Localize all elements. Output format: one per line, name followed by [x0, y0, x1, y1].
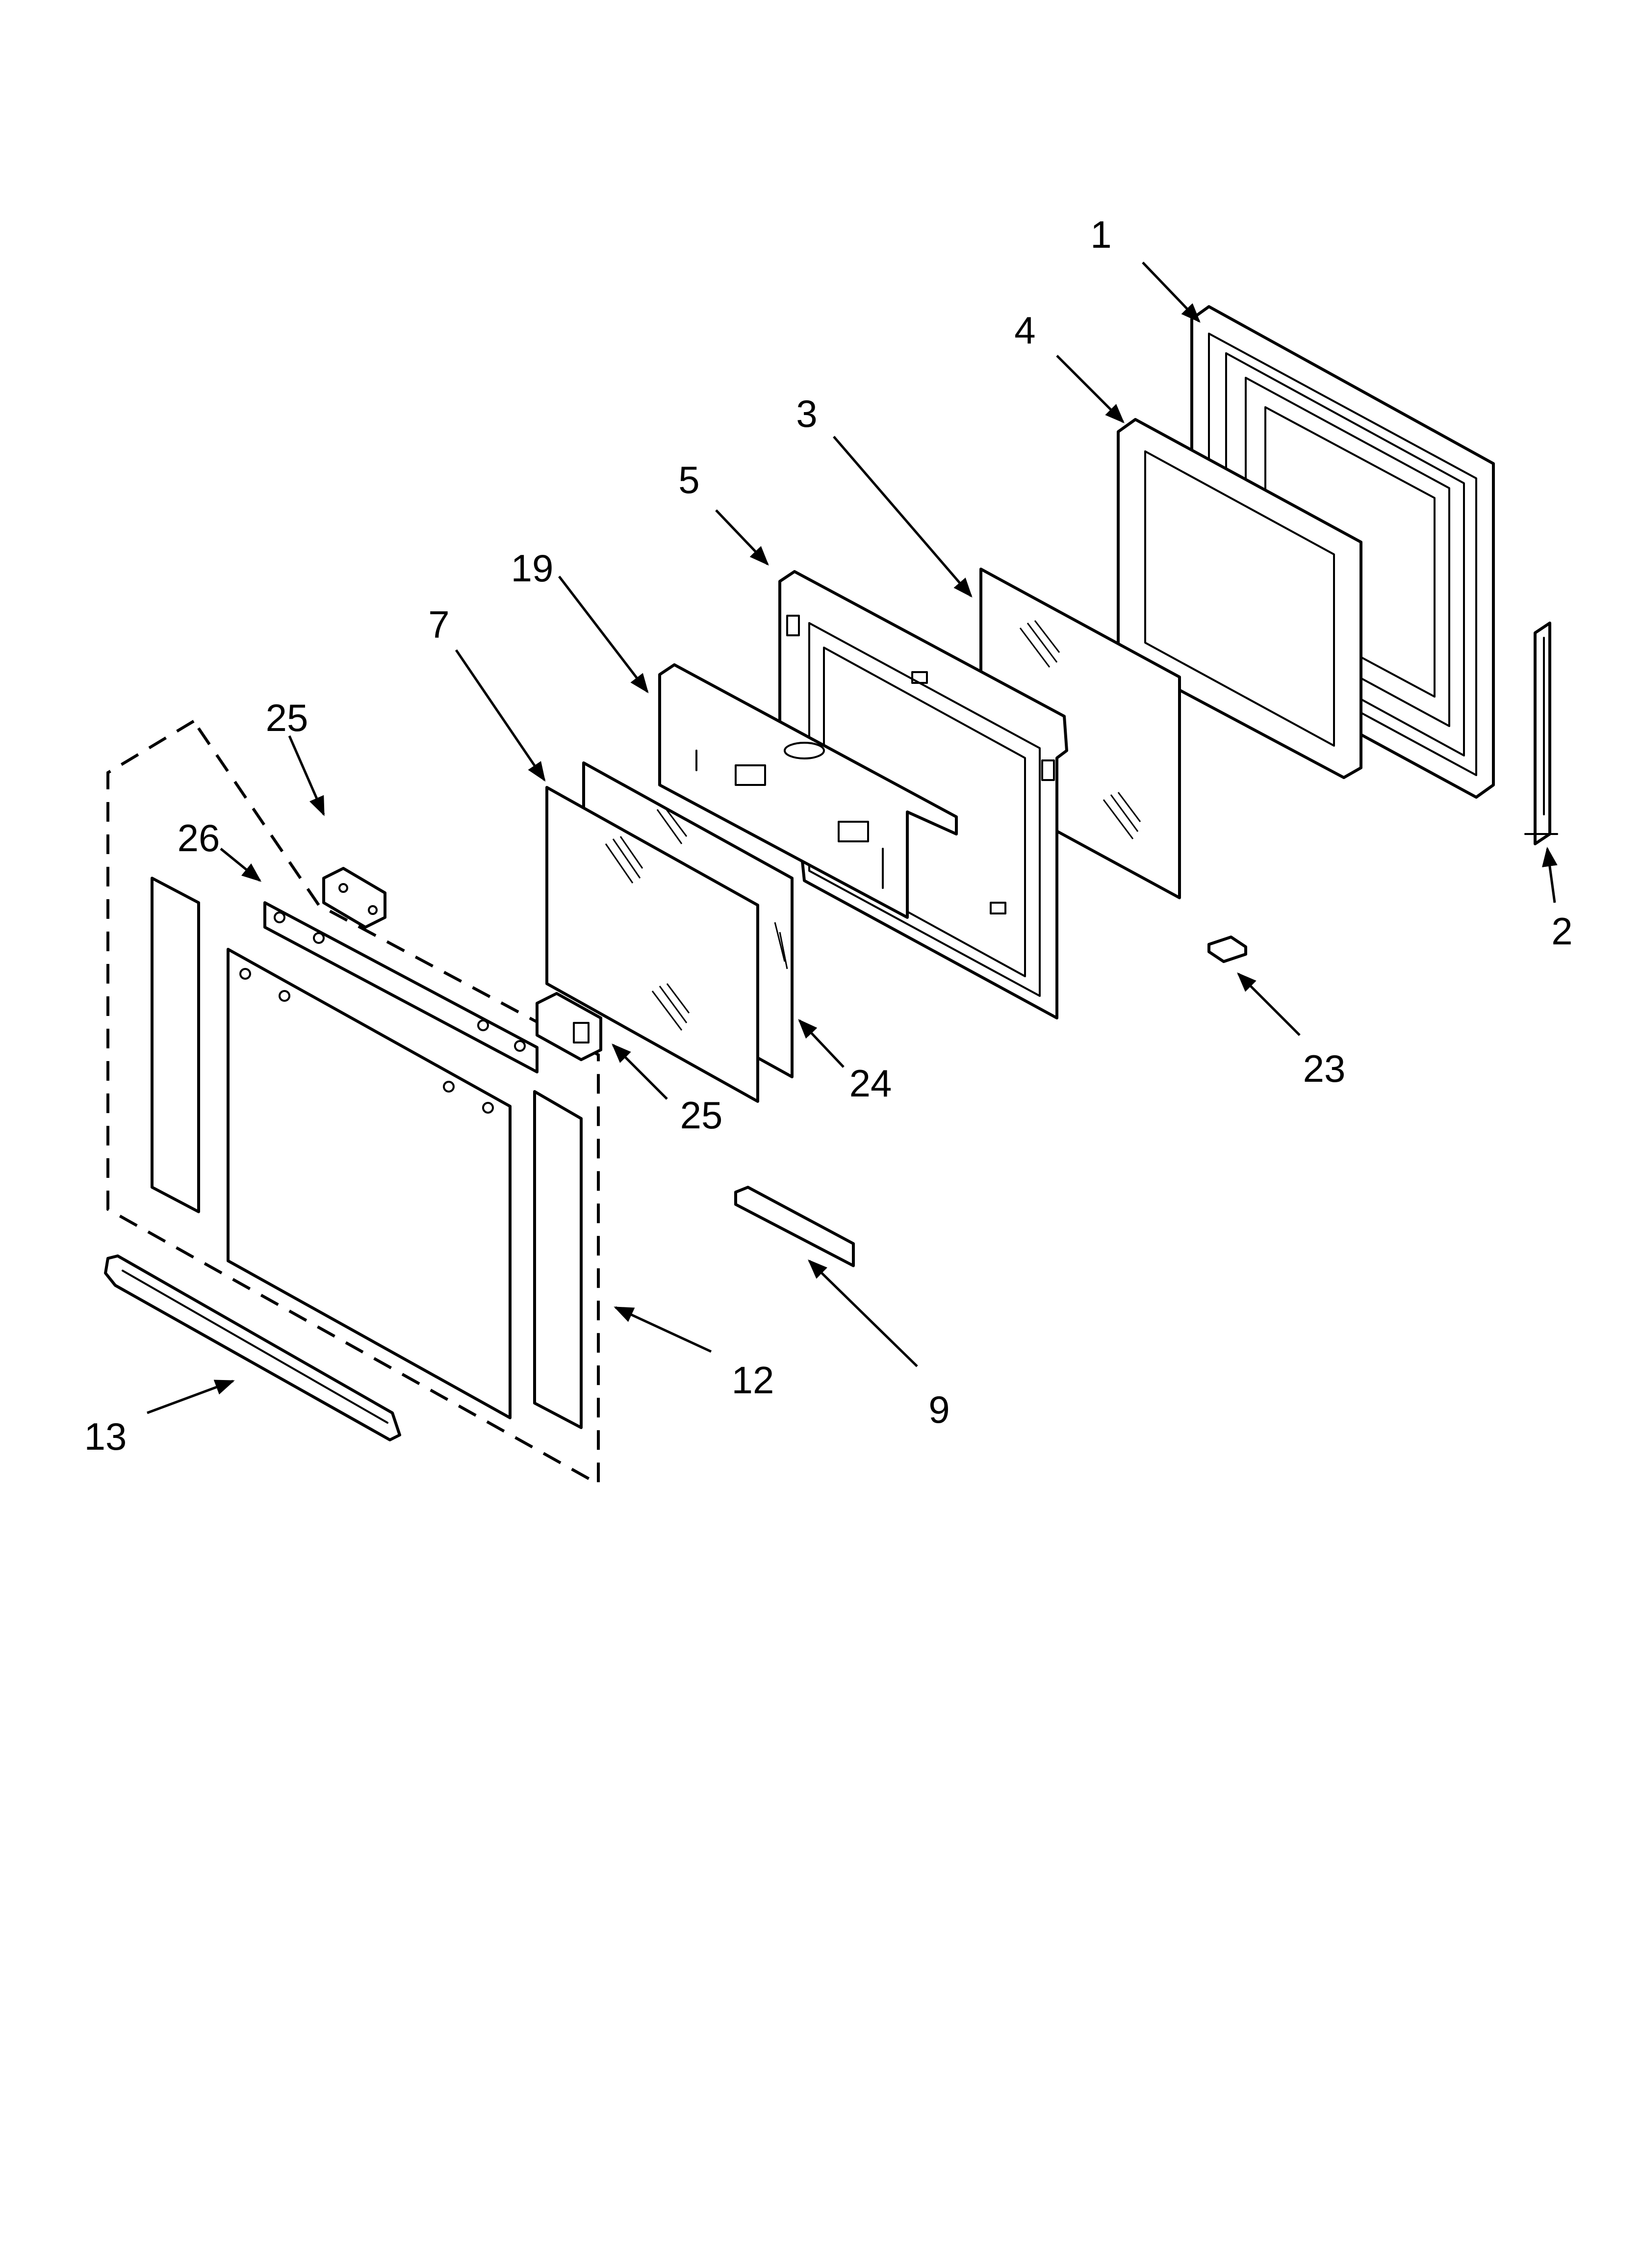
part-25-upper-bracket	[322, 867, 386, 929]
side-strip-right	[533, 1090, 583, 1429]
part-23-clip	[1207, 936, 1247, 963]
callout-5: 5	[678, 458, 699, 501]
part-12-outline	[106, 720, 600, 1487]
callout-26: 26	[178, 816, 220, 860]
callout-labels: 1 2 3 4 5 7 9 12 13 19 23 24 25 25 26	[84, 213, 1573, 1458]
callout-24: 24	[849, 1062, 892, 1105]
part-7-glass	[545, 786, 759, 1103]
callout-2: 2	[1551, 910, 1572, 953]
callout-9: 9	[928, 1388, 949, 1431]
callout-23: 23	[1303, 1047, 1346, 1090]
part-19-baffle	[658, 663, 958, 919]
callout-25-lower: 25	[680, 1094, 723, 1137]
part-9-trim	[734, 1186, 855, 1267]
center-door-panel	[227, 948, 512, 1419]
callout-4: 4	[1014, 309, 1035, 352]
side-strip-left	[151, 877, 200, 1213]
callout-25-upper: 25	[266, 696, 308, 739]
callout-3: 3	[796, 392, 817, 435]
callout-19: 19	[511, 547, 554, 590]
part-13-handle	[104, 1254, 401, 1441]
part-25-lower-bracket	[536, 992, 602, 1061]
part-2-latch	[1524, 622, 1558, 845]
leader-lines	[147, 261, 1558, 1414]
callout-12: 12	[732, 1358, 774, 1402]
callout-13: 13	[84, 1415, 127, 1458]
callout-7: 7	[428, 603, 449, 646]
part-26-strip	[263, 901, 539, 1073]
callout-1: 1	[1090, 213, 1111, 256]
